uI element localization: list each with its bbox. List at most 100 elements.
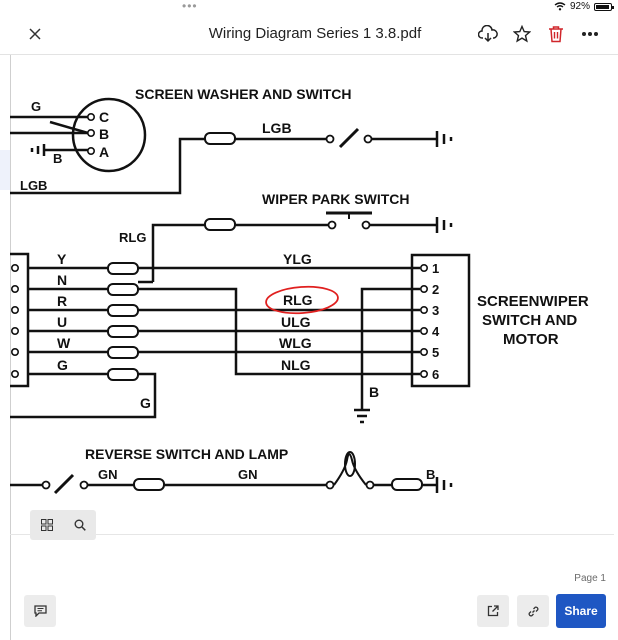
motor-terminal-1 — [419, 263, 428, 272]
motor-terminal-5 — [419, 347, 428, 356]
connector-pin-6 — [11, 369, 20, 378]
motor-terminal-1-label: 1 — [432, 261, 439, 276]
wire-b-label: B — [53, 151, 62, 166]
motor-terminal-6-label: 6 — [432, 367, 439, 382]
open-external-icon — [487, 605, 499, 617]
open-external-button[interactable] — [477, 595, 509, 627]
reverse-switch-blade — [53, 473, 75, 495]
wire-lgb-top-label: LGB — [262, 120, 292, 136]
motor-terminal-4 — [419, 326, 428, 335]
lamp-bulb — [344, 451, 356, 477]
washer-switch-circle — [71, 97, 147, 173]
page-indicator: Page 1 — [574, 573, 606, 584]
connector-pin-5 — [11, 347, 20, 356]
lamp-contact-2 — [365, 480, 375, 490]
page-edge — [10, 55, 11, 640]
view-tools — [30, 510, 96, 540]
reverse-contact-2 — [79, 480, 89, 490]
washer-switch-contact-2 — [363, 134, 373, 144]
wire-g-label: G — [31, 99, 41, 114]
motor-title-1: SCREENWIPER — [477, 293, 589, 310]
motor-terminal-6 — [419, 369, 428, 378]
battery-icon — [594, 2, 614, 11]
motor-terminal-3-label: 3 — [432, 303, 439, 318]
washer-switch-contact-1 — [325, 134, 335, 144]
wire-b-ground — [360, 287, 420, 410]
more-button[interactable] — [578, 22, 602, 46]
left-connector-block — [10, 252, 30, 388]
motor-title-3: MOTOR — [503, 331, 559, 348]
left-wire-w-label: W — [57, 335, 71, 351]
thumbnails-button[interactable] — [30, 510, 63, 540]
document-header: Wiring Diagram Series 1 3.8.pdf — [0, 14, 618, 55]
terminal-c-label: C — [99, 109, 109, 125]
delete-button[interactable] — [544, 22, 568, 46]
motor-title-2: SWITCH AND — [482, 312, 577, 329]
fuse-reverse — [133, 478, 165, 491]
fuse-g — [107, 368, 139, 381]
wire-reverse-b-label: B — [426, 467, 435, 482]
left-wire-g-label: G — [57, 357, 68, 373]
mid-wire-ylg-label: YLG — [283, 251, 312, 267]
terminal-a-label: A — [99, 144, 109, 160]
left-wire-y-label: Y — [57, 251, 67, 267]
search-icon — [74, 519, 86, 531]
wire-rlg-park-label: RLG — [119, 230, 146, 245]
lamp-filament — [333, 453, 367, 486]
left-wire-u-label: U — [57, 314, 67, 330]
motor-terminal-3 — [419, 305, 428, 314]
washer-switch-blade — [338, 127, 360, 149]
connector-pin-4 — [11, 326, 20, 335]
washer-terminal-a — [87, 147, 96, 156]
reverse-title: REVERSE SWITCH AND LAMP — [85, 446, 288, 462]
motor-terminal-2-label: 2 — [432, 282, 439, 297]
connector-pin-1 — [11, 263, 20, 272]
mid-wire-ulg-label: ULG — [281, 314, 311, 330]
fuse-u — [107, 325, 139, 338]
star-icon — [513, 25, 531, 43]
fuse-n — [107, 283, 139, 296]
wire-g-loop — [10, 372, 157, 419]
search-button[interactable] — [63, 510, 96, 540]
wire-gn-1-label: GN — [98, 467, 118, 482]
wire-rlg-park — [151, 223, 205, 282]
park-contact-2 — [361, 220, 371, 230]
copy-link-button[interactable] — [517, 595, 549, 627]
left-wire-n-label: N — [57, 272, 67, 288]
wire-nlg — [155, 287, 418, 376]
share-button[interactable]: Share — [556, 594, 606, 628]
motor-terminal-5-label: 5 — [432, 345, 439, 360]
washer-terminal-b — [87, 129, 96, 138]
document-canvas[interactable] — [0, 55, 618, 640]
wiring-diagram: SCREEN WASHER AND SWITCH C B A G B LGB L… — [10, 86, 589, 495]
multitask-dots-icon[interactable]: ••• — [182, 0, 198, 13]
terminal-b-label: B — [99, 126, 109, 142]
mid-wire-rlg-label: RLG — [283, 292, 313, 308]
washer-terminal-c — [87, 113, 96, 122]
wire-washer-b — [49, 120, 89, 135]
wire-gn-2-label: GN — [238, 467, 258, 482]
document-title: Wiring Diagram Series 1 3.8.pdf — [208, 25, 422, 42]
comment-button[interactable] — [24, 595, 56, 627]
battery-percent: 92% — [569, 1, 590, 12]
comment-icon — [33, 605, 47, 617]
wire-lgb-run — [10, 137, 205, 195]
fuse-r — [107, 304, 139, 317]
more-icon — [582, 32, 598, 36]
favorite-button[interactable] — [510, 22, 534, 46]
wifi-icon — [554, 2, 566, 11]
page-bottom-edge — [10, 534, 614, 535]
lamp-contact-1 — [325, 480, 335, 490]
close-button[interactable] — [24, 23, 46, 45]
close-icon — [29, 28, 41, 40]
left-gutter — [0, 150, 10, 190]
cloud-download-icon — [478, 25, 498, 43]
wire-lgb-left-label: LGB — [20, 178, 47, 193]
fuse-lamp — [391, 478, 423, 491]
header-actions — [476, 22, 602, 46]
download-button[interactable] — [476, 22, 500, 46]
connector-pin-3 — [11, 305, 20, 314]
g-bottom-label: G — [140, 395, 151, 411]
fuse-park — [204, 218, 236, 231]
motor-block — [410, 253, 471, 388]
